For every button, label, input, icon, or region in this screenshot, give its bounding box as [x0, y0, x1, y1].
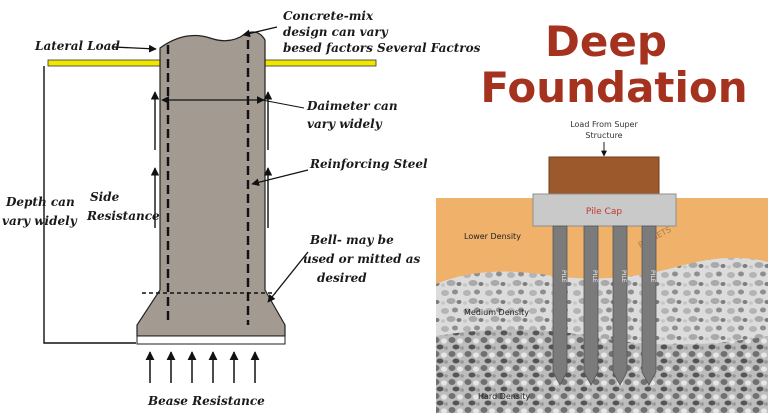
base-plate	[136, 335, 286, 345]
bell-arrow	[267, 251, 309, 303]
drilled-shaft-diagram: Lateral Load Concrete-mix design can var…	[2, 9, 481, 408]
base-resistance-label: Bease Resistance	[147, 394, 265, 408]
pile-label-1: PILE	[560, 270, 567, 283]
reinforcing-arrow	[251, 169, 309, 187]
concrete-mix-arrow	[242, 26, 278, 38]
diameter-label-line2: vary widely	[307, 117, 383, 131]
concrete-mix-label-line2: design can vary	[283, 25, 389, 39]
hard-density-label: Hard Density	[478, 392, 530, 401]
diameter-label-line1: Daimeter can	[306, 99, 398, 113]
load-label-line1: Load From Super	[570, 120, 638, 129]
pile-2	[583, 225, 599, 386]
lateral-load-label: Lateral Load	[34, 39, 120, 53]
reinforcing-steel-label: Reinforcing Steel	[309, 157, 428, 171]
ground-line-right	[263, 59, 377, 67]
bell-label-line2: used or mitted as	[303, 252, 421, 266]
pile-cap-label: Pile Cap	[586, 207, 622, 217]
base-resistance-arrows	[145, 351, 260, 383]
title-line2: Foundation	[480, 63, 747, 112]
concrete-mix-label-line3: besed factors Several Factros	[283, 41, 481, 55]
load-label-line2: Structure	[585, 131, 622, 140]
depth-label-line2: vary widely	[2, 214, 78, 228]
pile-label-2: PILE	[591, 270, 598, 283]
side-resistance-label-line2: Resistance	[86, 209, 160, 223]
pile-label-3: PILE	[620, 270, 627, 283]
superstructure-block	[548, 156, 660, 195]
pile-cap	[532, 193, 677, 227]
deep-foundation-diagram: Deep Foundation Load From Super Structur…	[436, 17, 768, 413]
soil-lower-density	[436, 198, 768, 284]
shaft-body	[136, 31, 286, 337]
ground-line-left	[47, 59, 161, 67]
medium-density-label: Medium Density	[464, 308, 529, 317]
side-resistance-label-line1: Side	[90, 190, 120, 204]
lateral-load-arrow	[112, 44, 157, 53]
depth-label-line1: Depth can	[5, 195, 75, 209]
piles	[552, 225, 657, 386]
bell-label-line1: Bell- may be	[309, 233, 394, 247]
soil-hard-density	[436, 324, 768, 413]
bell-label-line3: desired	[317, 271, 367, 285]
concrete-mix-label-line1: Concrete-mix	[283, 9, 374, 23]
soil-medium-density	[436, 254, 768, 345]
title-line1: Deep	[545, 17, 667, 66]
diameter-leader	[261, 99, 305, 109]
pile-1	[552, 225, 568, 386]
lower-density-label: Lower Density	[464, 232, 521, 241]
pile-3	[612, 225, 628, 386]
depth-dimension-line	[43, 66, 136, 344]
pile-4	[641, 225, 657, 386]
pile-label-4: PILE	[649, 270, 656, 283]
